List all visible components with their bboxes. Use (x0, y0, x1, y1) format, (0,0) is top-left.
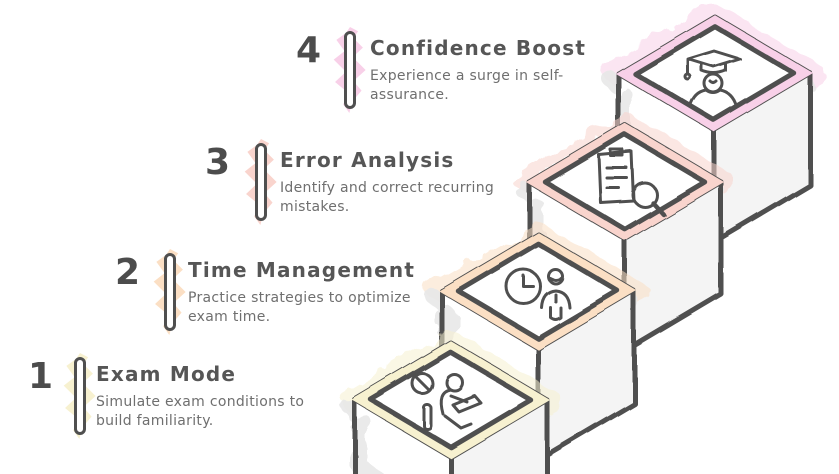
marker-bar (164, 253, 176, 331)
step-number: 4 (296, 30, 322, 71)
step-title: Time Management (188, 258, 416, 282)
step-entry-3: 3 Error Analysis Identify and correct re… (202, 139, 532, 235)
step-number: 3 (205, 142, 231, 183)
step-entry-1: 1 Exam Mode Simulate exam conditions to … (25, 353, 355, 449)
step-description: Simulate exam conditions to build famili… (96, 394, 305, 430)
marker-bar (74, 357, 86, 435)
step-marker (63, 353, 97, 439)
step-marker (333, 27, 367, 113)
step-marker (153, 249, 187, 335)
stair-step-3 (513, 112, 737, 354)
step-description: Practice strategies to optimize exam tim… (188, 290, 411, 326)
clock-person-icon (504, 267, 571, 321)
step-entry-2: 2 Time Management Practice strategies to… (112, 249, 442, 345)
step-description: Experience a surge in self-assurance. (370, 68, 564, 104)
no-distraction-writer-icon (411, 372, 483, 431)
marker-bar (255, 143, 267, 221)
step-title: Confidence Boost (370, 36, 587, 60)
step-marker (244, 139, 278, 225)
step-number: 2 (115, 252, 141, 293)
step-description: Identify and correct recurring mistakes. (280, 180, 495, 216)
step-entry-4: 4 Confidence Boost Experience a surge in… (293, 27, 623, 123)
document-magnifier-icon (597, 148, 666, 217)
graduate-icon (684, 49, 742, 109)
marker-bar (344, 31, 356, 109)
step-title: Error Analysis (280, 148, 455, 172)
step-number: 1 (28, 356, 54, 397)
stair-step-1 (339, 330, 563, 474)
step-title: Exam Mode (96, 362, 237, 386)
